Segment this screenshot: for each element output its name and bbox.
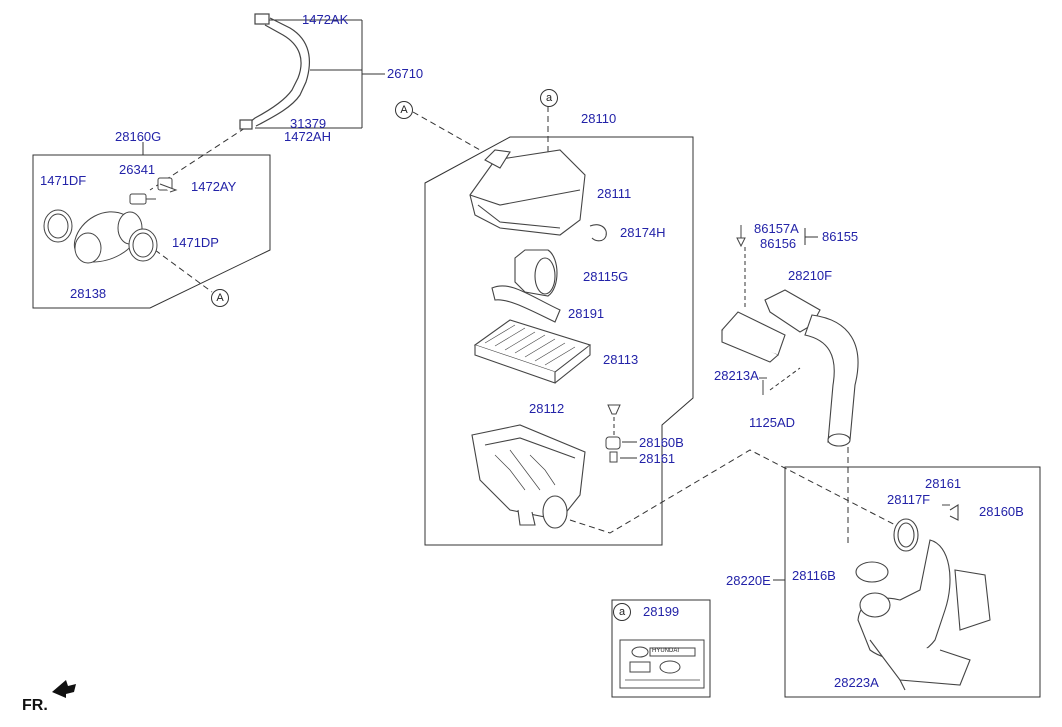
label-28199	[619, 639, 705, 689]
fr-arrow-icon	[52, 680, 76, 698]
hose-26710	[239, 13, 311, 130]
part-28213A[interactable]: 28213A	[714, 368, 759, 383]
sensor-26341	[129, 177, 178, 205]
part-28117F[interactable]: 28117F	[887, 492, 931, 507]
ref-A-top: A	[395, 101, 413, 119]
part-28161-left[interactable]: 28161	[639, 451, 676, 466]
duct-28210F	[764, 289, 859, 447]
part-28116B[interactable]: 28116B	[792, 568, 836, 583]
resonator-28115G	[514, 249, 558, 297]
bolt-86157A	[736, 225, 767, 395]
ref-a-label: a	[613, 603, 631, 621]
filter-28113	[473, 319, 592, 384]
part-26341[interactable]: 26341	[119, 162, 156, 177]
part-28223A[interactable]: 28223A	[834, 675, 879, 690]
part-28199[interactable]: 28199	[643, 604, 680, 619]
part-28160G[interactable]: 28160G	[115, 129, 162, 144]
label-logo-text: HYUNDAI	[652, 648, 680, 654]
grommet-28160B-left	[605, 404, 621, 463]
ref-A-left: A	[211, 289, 229, 307]
dash-28112-to-duct	[569, 449, 906, 534]
part-28161-right[interactable]: 28161	[925, 476, 962, 491]
part-28191[interactable]: 28191	[568, 306, 605, 321]
dash-1471DP-to-A	[154, 249, 213, 293]
duct-28191	[491, 285, 561, 323]
case-28112	[471, 424, 586, 529]
duct-28220E	[855, 504, 991, 691]
intake-hose-28138	[43, 209, 158, 264]
part-28115G[interactable]: 28115G	[583, 269, 629, 284]
leader-26710-bracket	[290, 19, 385, 129]
part-28113[interactable]: 28113	[603, 352, 639, 367]
part-28160B-left[interactable]: 28160B	[639, 435, 684, 450]
part-28111[interactable]: 28111	[597, 186, 632, 201]
part-86157A[interactable]: 86157A	[754, 221, 799, 236]
part-86155[interactable]: 86155	[822, 229, 859, 244]
cover-28111	[469, 149, 586, 236]
part-28110[interactable]: 28110	[581, 111, 617, 126]
part-26710[interactable]: 26710	[387, 66, 424, 81]
part-31379[interactable]: 31379	[290, 116, 327, 131]
part-1471DF[interactable]: 1471DF	[40, 173, 87, 188]
box-28110	[424, 136, 694, 546]
part-28220E[interactable]: 28220E	[726, 573, 771, 588]
ref-a-top: a	[540, 89, 558, 107]
dash-1125AD	[769, 367, 801, 391]
part-28160B-right[interactable]: 28160B	[979, 504, 1024, 519]
box-28160G	[32, 154, 271, 309]
leader-86155	[804, 228, 818, 245]
part-28112[interactable]: 28112	[529, 401, 565, 416]
dash-A-to-box	[412, 111, 481, 151]
part-1472AK[interactable]: 1472AK	[302, 12, 349, 27]
part-86156[interactable]: 86156	[760, 236, 797, 251]
part-28174H[interactable]: 28174H	[620, 225, 666, 240]
part-28210F[interactable]: 28210F	[788, 268, 833, 283]
part-1471DP[interactable]: 1471DP	[172, 235, 219, 250]
fr-label: FR.	[22, 697, 48, 714]
clip-28174H	[589, 224, 607, 242]
part-28138[interactable]: 28138	[70, 286, 107, 301]
box-28199	[611, 599, 711, 698]
part-1125AD[interactable]: 1125AD	[749, 415, 796, 430]
part-1472AY[interactable]: 1472AY	[191, 179, 237, 194]
part-1472AH[interactable]: 1472AH	[284, 129, 331, 144]
bracket-28213A	[721, 311, 786, 363]
box-28220E	[784, 466, 1041, 698]
